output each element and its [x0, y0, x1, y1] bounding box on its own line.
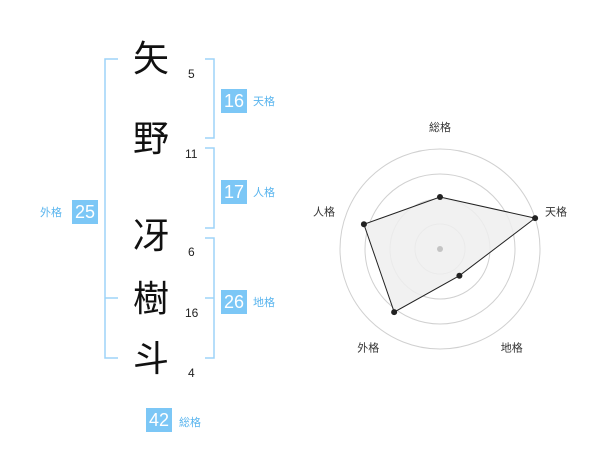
name-char-1: 矢 — [132, 39, 169, 80]
radar-axis-label: 地格 — [501, 341, 523, 355]
radar-center-dot — [437, 246, 443, 252]
radar-points — [360, 194, 539, 316]
soukaku-value-badge: 42 — [146, 408, 172, 432]
jinkaku-value-badge: 17 — [221, 180, 247, 204]
name-char-4: 樹 — [132, 279, 169, 320]
radar-ring — [364, 173, 516, 325]
stroke-count-3: 6 — [188, 245, 195, 259]
radar-point — [437, 194, 443, 200]
radar-ring — [339, 148, 541, 350]
radar-axis-label: 総格 — [429, 120, 451, 134]
radar-axis-label: 外格 — [357, 341, 379, 355]
jinkaku-label: 人格 — [253, 186, 275, 199]
stroke-count-4: 16 — [185, 306, 199, 320]
name-char-5: 斗 — [132, 339, 169, 380]
gaikaku-label: 外格 — [40, 206, 62, 219]
tenkaku-label: 天格 — [253, 95, 275, 108]
radar-point — [360, 221, 367, 228]
stroke-count-5: 4 — [188, 366, 195, 380]
gaikaku-value-badge: 25 — [72, 200, 98, 224]
outer-bracket — [104, 58, 118, 359]
radar-polygon — [363, 196, 537, 313]
chikaku-value-badge: 26 — [221, 290, 247, 314]
stroke-count-2: 11 — [185, 147, 198, 161]
soukaku-label: 総格 — [179, 416, 201, 429]
radar-point — [532, 215, 539, 222]
name-char-3: 冴 — [132, 216, 169, 257]
radar-point — [456, 272, 463, 279]
radar-point — [391, 309, 398, 316]
chikaku-label: 地格 — [253, 296, 275, 309]
radar-axis-label: 天格 — [545, 204, 567, 218]
radar-axis-label: 人格 — [313, 204, 335, 218]
name-char-2: 野 — [132, 119, 169, 160]
tenkaku-value-badge: 16 — [221, 89, 247, 113]
stroke-count-1: 5 — [188, 67, 195, 81]
jinkaku-bracket — [205, 147, 215, 229]
tenkaku-bracket — [205, 58, 215, 139]
